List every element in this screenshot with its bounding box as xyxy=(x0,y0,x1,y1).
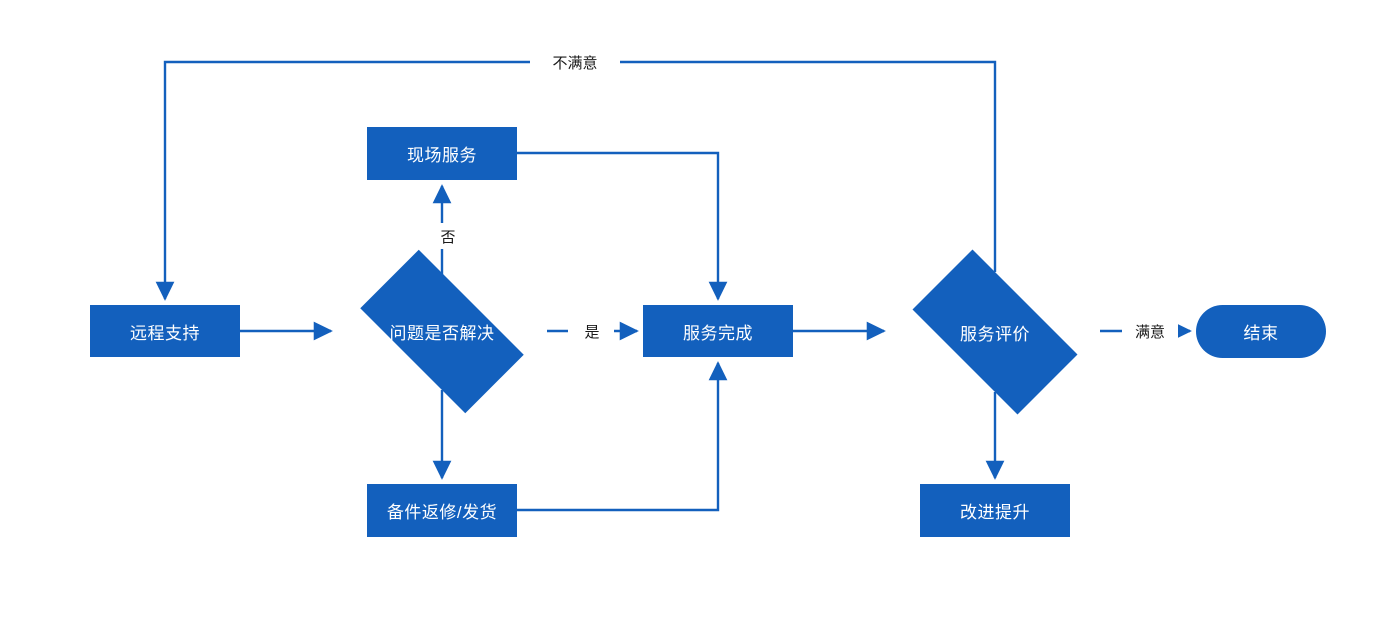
node-improvement-label: 改进提升 xyxy=(960,503,1030,522)
edge-label-dissatisfied: 不满意 xyxy=(530,50,620,74)
node-service-evaluation[interactable]: 服务评价 xyxy=(890,249,1100,415)
edge-evaluation-to-remote-support-a xyxy=(610,60,997,272)
node-remote-support-label: 远程支持 xyxy=(130,323,200,343)
edge-onsite-to-complete xyxy=(517,151,728,301)
edge-label-satisfied-text: 满意 xyxy=(1134,323,1165,341)
node-service-complete[interactable]: 服务完成 xyxy=(643,305,793,357)
node-parts-repair-ship[interactable]: 备件返修/发货 xyxy=(367,484,517,537)
node-onsite-service[interactable]: 现场服务 xyxy=(367,127,517,180)
edge-evaluation-to-remote-support-b xyxy=(155,60,530,301)
node-end-label: 结束 xyxy=(1243,324,1279,343)
edge-label-yes-text: 是 xyxy=(584,323,600,341)
node-end[interactable]: 结束 xyxy=(1196,305,1326,358)
node-problem-resolved[interactable]: 问题是否解决 xyxy=(337,249,547,414)
edge-label-dissatisfied-text: 不满意 xyxy=(552,54,598,72)
edge-label-no: 否 xyxy=(430,223,466,249)
node-remote-support[interactable]: 远程支持 xyxy=(90,305,240,357)
edge-label-yes: 是 xyxy=(570,319,614,343)
edge-parts-to-complete xyxy=(517,361,728,512)
node-onsite-service-label: 现场服务 xyxy=(407,146,477,165)
edge-label-satisfied: 满意 xyxy=(1122,319,1178,343)
node-service-complete-label: 服务完成 xyxy=(683,323,753,343)
node-parts-repair-ship-label: 备件返修/发货 xyxy=(386,503,498,522)
edge-label-no-text: 否 xyxy=(440,228,456,246)
node-problem-resolved-label: 问题是否解决 xyxy=(389,324,495,343)
node-improvement[interactable]: 改进提升 xyxy=(920,484,1070,537)
node-service-evaluation-label: 服务评价 xyxy=(960,324,1030,344)
